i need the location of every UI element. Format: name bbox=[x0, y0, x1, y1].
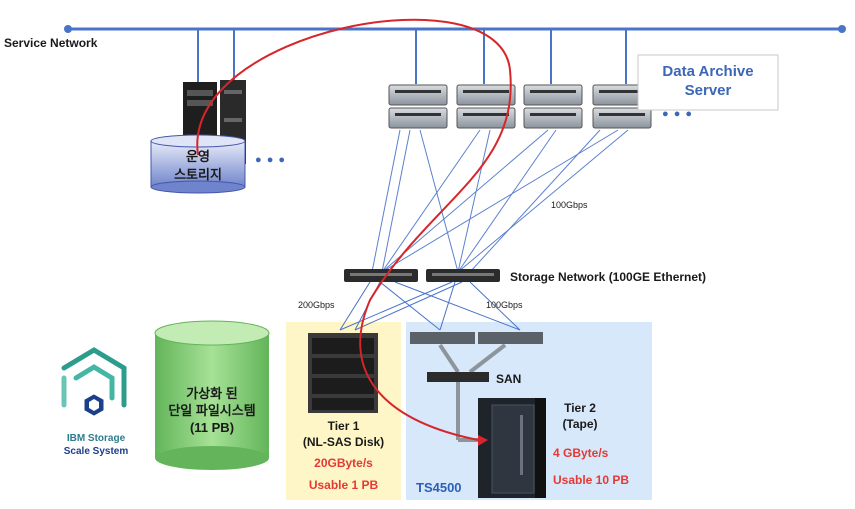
tier1-title-line-2: (NL-SAS Disk) bbox=[302, 435, 385, 449]
virtual-fs-cylinder bbox=[154, 320, 270, 470]
san-switches bbox=[410, 332, 543, 382]
switch-tier-links bbox=[339, 281, 521, 331]
server-switch-mesh bbox=[371, 129, 629, 273]
virtual-fs-label: 가상화 된 단일 파일시스템 (11 PB) bbox=[155, 385, 269, 436]
ibm-logo-text: IBM Storage Scale System bbox=[46, 432, 146, 458]
ibm-logo-line-2: Scale System bbox=[63, 446, 129, 457]
data-path-red bbox=[196, 18, 512, 441]
data-archive-servers bbox=[388, 84, 652, 129]
ts4500-tape-library bbox=[478, 398, 546, 498]
operation-storage-line-1: 운영 bbox=[186, 149, 210, 164]
ibm-storage-logo bbox=[61, 347, 127, 416]
service-network-label: Service Network bbox=[4, 36, 98, 50]
tier1-title-line-1: Tier 1 bbox=[327, 419, 360, 433]
data-archive-line-2: Server bbox=[684, 82, 732, 99]
tier2-title: Tier 2 (Tape) bbox=[545, 400, 615, 432]
data-archive-server-box bbox=[637, 54, 779, 111]
storage-network-switches bbox=[344, 269, 500, 282]
virtual-fs-line-3: (11 PB) bbox=[189, 420, 235, 435]
virtual-fs-line-2: 단일 파일시스템 bbox=[168, 403, 256, 418]
link-speed-100-label: 100Gbps bbox=[551, 200, 588, 210]
data-archive-line-1: Data Archive bbox=[662, 63, 754, 80]
tier2-title-line-1: Tier 2 bbox=[564, 401, 596, 415]
ts4500-label: TS4500 bbox=[416, 480, 462, 495]
san-label: SAN bbox=[496, 372, 522, 386]
service-network-bus bbox=[64, 25, 846, 33]
data-path-arrow bbox=[478, 435, 488, 446]
ibm-logo-line-1: IBM Storage bbox=[66, 433, 126, 444]
tier1-speed: 20GByte/s bbox=[314, 456, 373, 470]
data-archive-server-label: Data Archive Server bbox=[638, 62, 778, 100]
operation-storage-label: 운영 스토리지 bbox=[151, 148, 245, 184]
operation-storage-line-2: 스토리지 bbox=[174, 167, 222, 182]
tier2-title-line-2: (Tape) bbox=[562, 417, 598, 431]
link-speed-100-b-label: 100Gbps bbox=[486, 300, 523, 310]
tier2-speed: 4 GByte/s bbox=[553, 446, 609, 460]
virtual-fs-line-1: 가상화 된 bbox=[186, 386, 238, 401]
tier2-usable: Usable 10 PB bbox=[553, 473, 630, 487]
storage-network-label: Storage Network (100GE Ethernet) bbox=[510, 270, 707, 284]
link-speed-200-label: 200Gbps bbox=[298, 300, 335, 310]
archive-more-dots: ● ● ● bbox=[662, 108, 694, 120]
tier1-title: Tier 1 (NL-SAS Disk) bbox=[286, 418, 401, 450]
compute-more-dots: ● ● ● bbox=[255, 154, 287, 166]
service-network-drops bbox=[197, 29, 627, 85]
san-links bbox=[438, 343, 507, 442]
tier1-usable: Usable 1 PB bbox=[308, 478, 379, 492]
tier1-disk-array bbox=[308, 333, 378, 413]
